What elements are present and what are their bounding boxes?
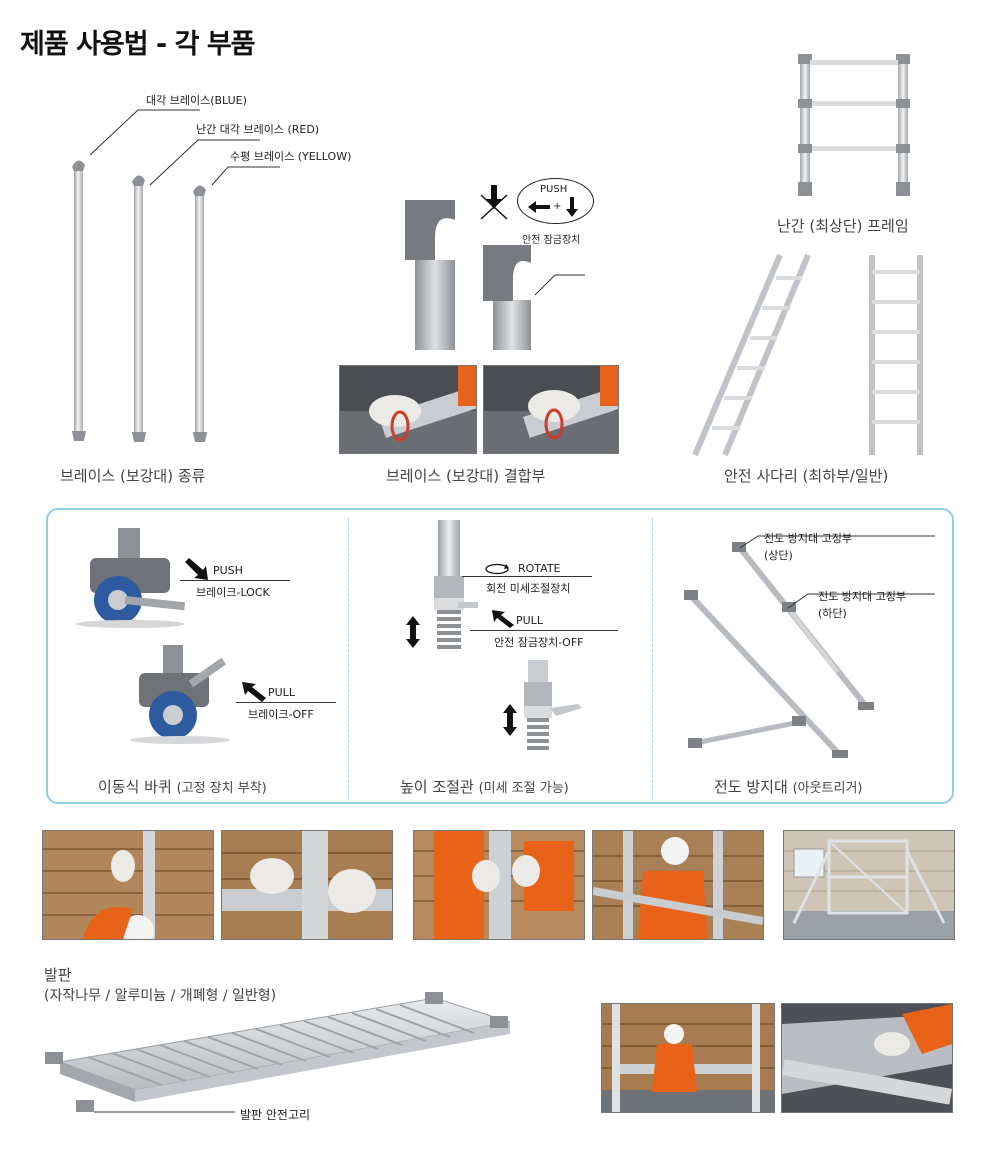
joint-lock-label: 안전 잠금장치 [522,235,581,246]
jack-rotate-text: ROTATE [518,562,561,575]
caster-caption-sub: (고정 장치 부착) [176,781,267,796]
brace-yellow-label: 수평 브레이스 (YELLOW) [230,150,352,163]
brace-caption: 브레이스 (보강대) 종류 [60,467,206,485]
platform-illustration [40,990,530,1125]
panel-divider-2 [652,518,653,798]
brace-red-label: 난간 대각 브레이스 (RED) [196,123,320,136]
jack-pull-underline [470,630,618,631]
jack-illustration-bottom [518,660,588,755]
brace-blue-label: 대각 브레이스(BLUE) [146,94,247,107]
caster-brake-off: 브레이크-OFF [248,708,314,721]
caster-caption: 이동식 바퀴 (고정 장치 부착) [98,776,267,797]
assembly-photo-3 [413,830,585,940]
caster-illustration-off [125,645,240,745]
arrow-down-icon [566,197,578,217]
top-frame-caption: 난간 (최상단) 프레임 [777,217,909,235]
updown-arrow-icon [406,616,420,648]
push-arrow-icon [185,558,211,580]
assembly-photo-4 [592,830,764,940]
panel-divider-1 [348,518,349,798]
outrigger-caption-main: 전도 방지대 [714,778,788,796]
outrigger-illustration [680,530,940,760]
outrigger-caption: 전도 방지대 (아웃트리거) [714,776,863,797]
ladder-illustration [680,250,950,460]
joint-caption: 브레이스 (보강대) 결합부 [386,467,546,485]
jack-lock-off: 안전 잠금장치-OFF [494,636,584,649]
jack-fine-adjust: 회전 미세조절장치 [486,582,571,595]
caster-caption-main: 이동식 바퀴 [98,778,172,796]
caster-illustration-lock [70,528,190,628]
platform-subtitle: (자작나무 / 알루미늄 / 개폐형 / 일반형) [44,988,277,1004]
updown-arrow-icon-2 [503,704,517,736]
jack-caption-sub: (미세 조절 가능) [478,781,569,796]
caster-brake-lock: 브레이크-LOCK [196,586,270,599]
arrow-left-icon [528,201,550,213]
caster-pull-text: PULL [268,686,295,699]
jack-illustration-top [420,520,480,655]
platform-title: 발판 [44,966,72,984]
push-callout: PUSH + [517,178,594,224]
outrigger-caption-sub: (아웃트리거) [792,781,863,796]
platform-hook-label: 발판 안전고리 [240,1108,311,1122]
joint-illustration [395,175,595,355]
caster-pull-underline [236,702,336,703]
jack-pull-text: PULL [516,614,543,627]
assembly-photo-5 [783,830,955,940]
components-panel [46,508,954,804]
platform-photo-1 [601,1003,775,1113]
brace-illustration [60,85,290,445]
jack-caption: 높이 조절관 (미세 조절 가능) [400,776,569,797]
joint-photo-2 [483,365,619,454]
top-frame-illustration [790,52,920,202]
plus-text: + [553,201,562,212]
caster-push-text: PUSH [213,564,243,577]
assembly-photo-2 [221,830,393,940]
ladder-caption: 안전 사다리 (최하부/일반) [724,467,889,485]
jack-rotate-underline [462,576,592,577]
assembly-photo-1 [42,830,214,940]
push-text: PUSH [540,184,568,195]
rotate-icon [484,563,510,575]
outrigger-upper-label-1: 전도 방지대 고정부 [764,532,852,545]
caster-push-underline [180,580,290,581]
jack-pull-arrow-icon [490,608,514,628]
outrigger-lower-label-1: 전도 방지대 고정부 [818,590,906,603]
page-title: 제품 사용법 - 각 부품 [20,29,256,60]
pull-arrow-icon [240,680,266,702]
joint-photo-1 [339,365,477,454]
jack-caption-main: 높이 조절관 [400,778,474,796]
platform-photo-2 [781,1003,953,1113]
outrigger-lower-label-2: (하단) [818,607,847,620]
outrigger-upper-label-2: (상단) [764,549,793,562]
